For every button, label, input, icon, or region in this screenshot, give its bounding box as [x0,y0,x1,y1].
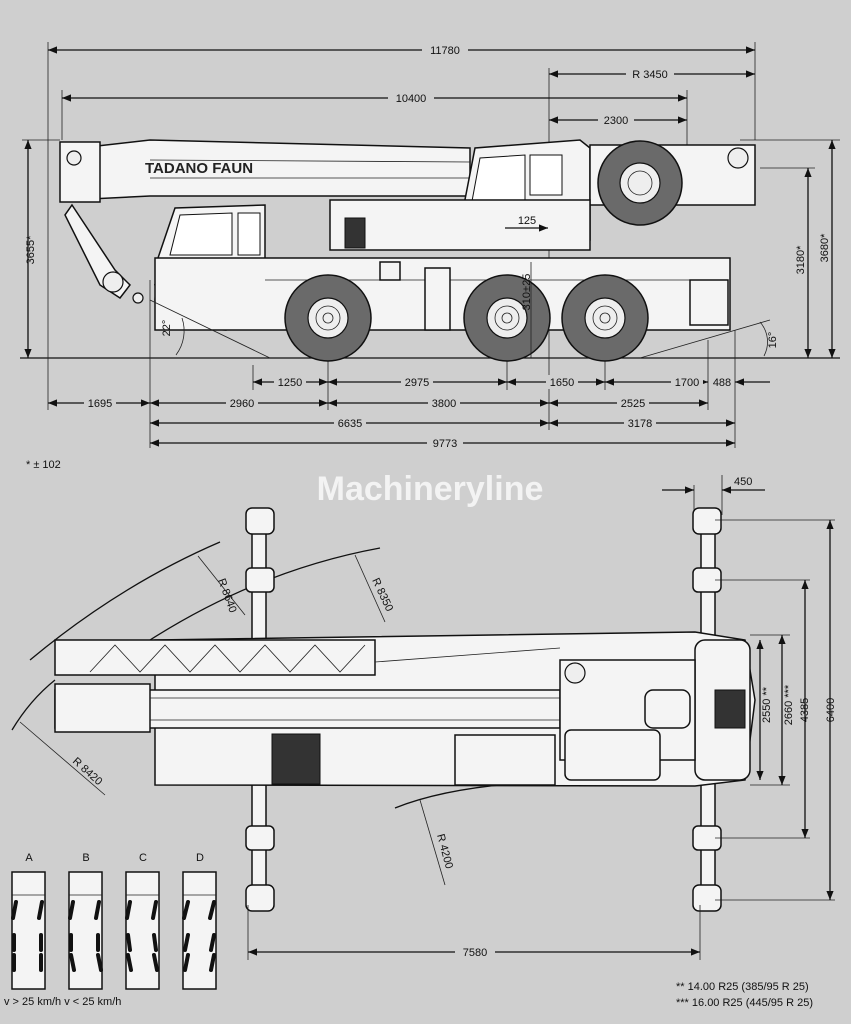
dim-1695: 1695 [88,398,112,410]
top-view: 450 R 8640 R 8350 R 8420 R 4200 [11,475,837,960]
steering-modes: A B C D v > 25 km/h v < 25 km/h [4,852,217,1008]
dim-2975: 2975 [405,377,429,389]
dim-1650: 1650 [550,377,574,389]
dim-3800: 3800 [432,398,456,410]
dim-width-2550: 2550 ** [761,686,773,723]
dim-width-2660: 2660 *** [783,684,795,725]
dim-6635: 6635 [338,418,362,430]
dim-488: 488 [713,377,731,389]
brand-logo: TADANO FAUN [145,160,253,177]
dim-r-8640: R 8640 [215,577,238,614]
side-view: 11780 R 3450 10400 2300 3655* 3180* 3680… [20,42,840,508]
crane-side-body: TADANO FAUN [59,139,756,362]
tire-note-2660: *** 16.00 R25 (445/95 R 25) [676,997,813,1009]
wheel-1 [284,274,372,362]
dim-r-8420: R 8420 [70,755,104,788]
speed-note: v > 25 km/h v < 25 km/h [4,996,121,1008]
steering-mode-c-label: C [139,852,147,864]
dim-3178: 3178 [628,418,652,430]
dim-1250: 1250 [278,377,302,389]
dim-r-4200: R 4200 [434,833,455,870]
dim-approach-angle: 22° [161,320,173,337]
wheel-3 [561,274,649,362]
steering-mode-d-label: D [196,852,204,864]
dim-ground-clearance: 310±25 [521,274,533,311]
dim-height-rear: 3680* [819,233,831,262]
dim-width-4385: 4385 [799,698,811,722]
dim-overall-length: 11780 [430,45,460,57]
dim-rear-overhang-upper: 2300 [604,115,628,127]
axle-dims-row: 1250 2975 1650 1700 488 [253,375,770,389]
dim-tail-radius: R 3450 [632,69,667,81]
steering-mode-b-label: B [82,852,89,864]
crane-top-body [54,631,756,787]
length-dims-row: 1695 2960 3800 2525 6635 3178 9773 [48,396,735,450]
watermark: Machineryline [317,470,544,508]
dim-height-mid: 3180* [795,245,807,274]
dim-departure-angle: 16° [767,332,779,349]
dim-boom-length: 10400 [396,93,427,105]
steering-mode-b: B [68,852,103,990]
dim-1700: 1700 [675,377,699,389]
dim-height-front: 3655* [25,235,37,264]
wheel-2 [463,274,551,362]
steering-mode-a-label: A [25,852,33,864]
dim-pad-450: 450 [734,476,752,488]
dim-9773: 9773 [433,438,457,450]
dim-2960: 2960 [230,398,254,410]
dim-width-6400: 6400 [825,698,837,722]
steering-mode-c: C [125,852,160,990]
tire-note-2550: ** 14.00 R25 (385/95 R 25) [676,981,809,993]
dim-offset-125: 125 [518,215,536,227]
footnote-tolerance: * ± 102 [26,459,61,471]
steering-mode-d: D [182,852,217,990]
dim-2525: 2525 [621,398,645,410]
steering-mode-a: A [11,852,46,990]
dim-outrigger-7580: 7580 [463,947,487,959]
